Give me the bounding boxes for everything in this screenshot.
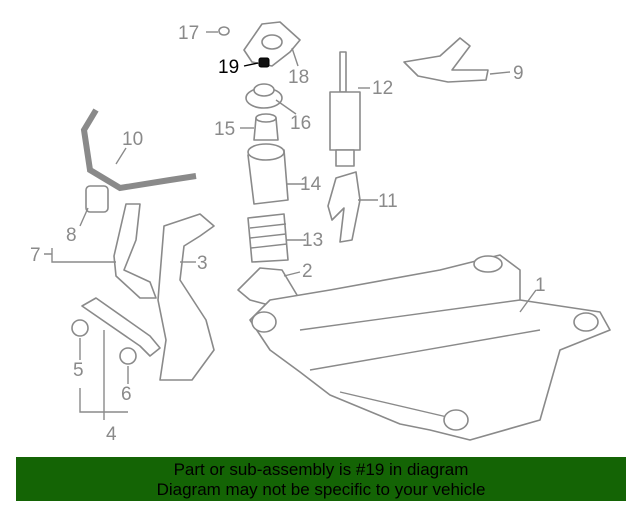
part-16-mount[interactable]: [245, 83, 283, 109]
part-9-upper-control-arm[interactable]: [403, 37, 489, 83]
callout-19[interactable]: 19: [218, 57, 240, 78]
part-8-bushing[interactable]: [85, 185, 109, 213]
part-18-upper-mount[interactable]: [243, 21, 301, 67]
callout-6[interactable]: 6: [121, 384, 132, 405]
callout-10[interactable]: 10: [122, 129, 144, 150]
callout-11[interactable]: 11: [378, 191, 398, 212]
part-17-nut[interactable]: [218, 26, 230, 36]
banner-line-2: Diagram may not be specific to your vehi…: [156, 480, 486, 499]
callout-1[interactable]: 1: [535, 275, 546, 296]
part-15-bump-stop[interactable]: [253, 113, 279, 141]
callout-13[interactable]: 13: [302, 230, 324, 251]
part-1-crossmember[interactable]: [249, 254, 611, 441]
part-12-strut[interactable]: [329, 51, 361, 167]
callout-15[interactable]: 15: [214, 119, 236, 140]
callout-2[interactable]: 2: [302, 261, 313, 282]
part-14-dust-boot[interactable]: [247, 143, 289, 205]
part-13-spring[interactable]: [247, 213, 289, 263]
info-banner: Part or sub-assembly is #19 in diagram D…: [16, 457, 626, 501]
part-5-bushing[interactable]: [71, 319, 89, 337]
callout-18[interactable]: 18: [288, 67, 310, 88]
callout-7[interactable]: 7: [30, 245, 41, 266]
callout-16[interactable]: 16: [290, 113, 312, 134]
part-19[interactable]: [258, 57, 270, 68]
callout-5[interactable]: 5: [73, 360, 84, 381]
parts-diagram: [44, 21, 611, 441]
part-6-bushing[interactable]: [119, 347, 137, 365]
callout-8[interactable]: 8: [66, 225, 77, 246]
callout-12[interactable]: 12: [372, 78, 394, 99]
part-11-fork[interactable]: [327, 171, 361, 243]
part-3-knuckle[interactable]: [157, 213, 215, 381]
callout-4[interactable]: 4: [106, 424, 117, 445]
part-10-stabilizer-bar[interactable]: [80, 108, 197, 192]
callout-14[interactable]: 14: [300, 174, 322, 195]
callout-3[interactable]: 3: [197, 253, 208, 274]
leader-lines: [44, 31, 537, 420]
part-7-lower-arm[interactable]: [113, 203, 157, 299]
callout-17[interactable]: 17: [178, 23, 200, 44]
callout-9[interactable]: 9: [513, 63, 524, 84]
banner-line-1: Part or sub-assembly is #19 in diagram: [173, 460, 469, 479]
part-4-lower-link[interactable]: [81, 297, 161, 357]
